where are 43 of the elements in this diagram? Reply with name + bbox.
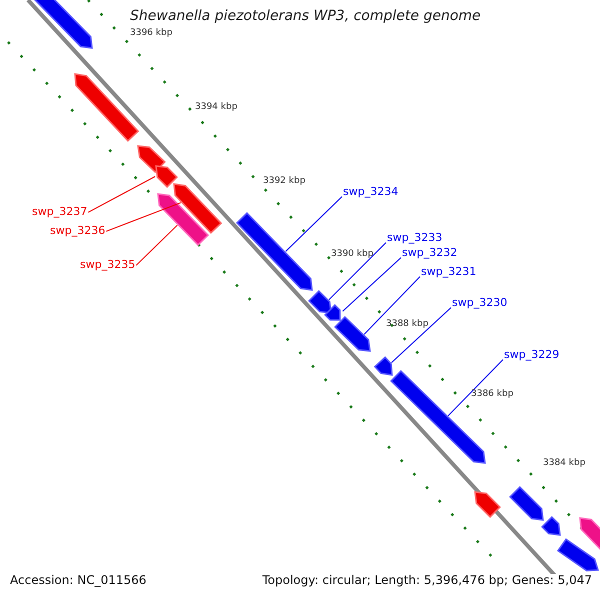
gene-label: swp_3235 — [80, 259, 136, 272]
leader-line — [328, 242, 386, 300]
scale-label: 3388 kbp — [386, 319, 428, 330]
gene-block — [155, 165, 178, 188]
gene-label: swp_3233 — [387, 232, 442, 245]
scale-label: 3386 kbp — [471, 389, 514, 400]
gene-block — [157, 193, 210, 246]
footer-text: Accession: NC_011566 — [10, 574, 146, 588]
gene-block — [556, 538, 599, 572]
gene-label: swp_3234 — [343, 186, 398, 199]
scale-label: 3396 kbp — [130, 28, 172, 38]
leader-line — [448, 359, 504, 416]
leader-line — [285, 196, 342, 252]
gene-block — [334, 316, 371, 352]
leader-line — [342, 257, 402, 312]
scale-label: 3390 kbp — [331, 249, 374, 260]
diagram-title: Shewanella piezotolerans WP3, complete genome — [130, 8, 481, 24]
gene-block — [509, 486, 544, 521]
gene-block — [74, 73, 140, 142]
scale-label: 3394 kbp — [195, 102, 238, 112]
leader-line — [136, 224, 178, 266]
gene-label: swp_3232 — [402, 247, 458, 260]
leader-line — [364, 276, 420, 335]
leader-line — [88, 176, 156, 213]
gene-block — [236, 212, 313, 291]
footer-text: Topology: circular; Length: 5,396,476 bp; Genes: 5,047 — [262, 574, 592, 588]
leader-line — [391, 307, 452, 364]
gene-label: swp_3236 — [50, 225, 106, 238]
gene-block — [137, 145, 166, 174]
gene-label: swp_3230 — [452, 297, 508, 310]
gene-label: swp_3229 — [504, 349, 560, 362]
scale-label: 3392 kbp — [263, 176, 306, 186]
gene-label: swp_3231 — [421, 266, 476, 279]
gene-block — [324, 304, 341, 321]
leader-line — [106, 202, 182, 232]
gene-block — [173, 183, 222, 234]
gene-block — [308, 290, 332, 314]
scale-label: 3384 kbp — [543, 458, 586, 468]
gene-block — [374, 356, 393, 376]
gene-block — [34, 0, 93, 49]
gene-block — [541, 516, 561, 536]
gene-block — [474, 491, 501, 518]
gene-label: swp_3237 — [32, 206, 88, 219]
